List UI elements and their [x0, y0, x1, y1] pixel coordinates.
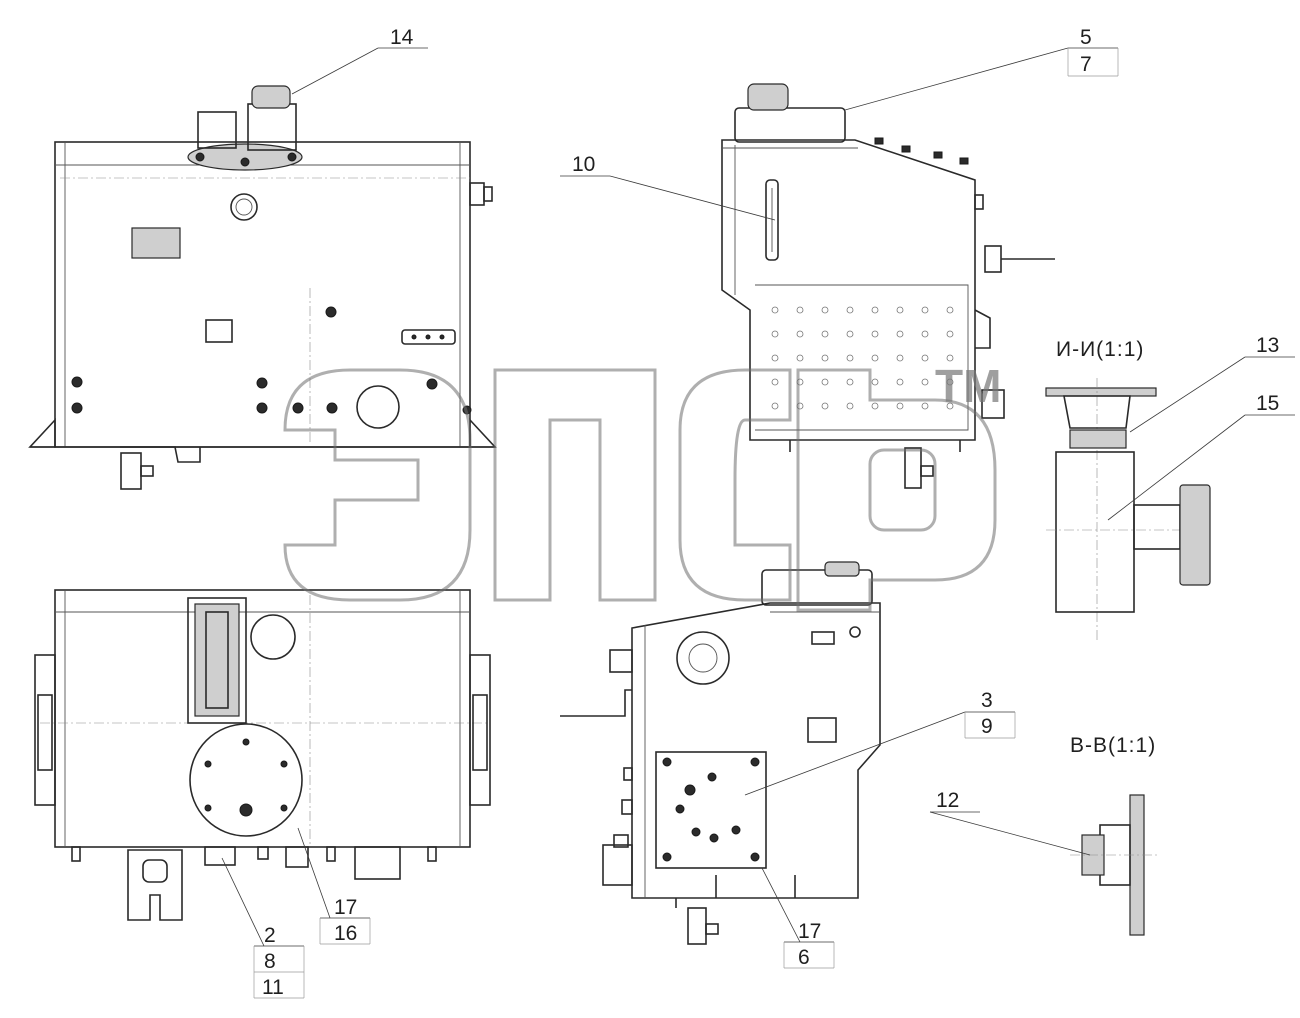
watermark-trademark: TM: [935, 360, 1001, 412]
mounting-hole: [771, 402, 779, 410]
section-vv-view: [1070, 794, 1160, 936]
mounting-hole: [921, 306, 929, 314]
mounting-hole: [896, 354, 904, 362]
mounting-hole: [796, 306, 804, 314]
mounting-hole-grid: [771, 306, 954, 410]
mounting-hole: [771, 354, 779, 362]
mounting-hole: [921, 402, 929, 410]
mounting-hole: [896, 306, 904, 314]
mounting-hole: [946, 378, 954, 386]
mounting-hole: [846, 354, 854, 362]
mounting-hole: [946, 306, 954, 314]
section-ii-view: [1045, 378, 1211, 640]
mounting-hole: [946, 354, 954, 362]
section-title-vv: В-В(1:1): [1070, 734, 1156, 757]
section-title-ii: И-И(1:1): [1056, 338, 1144, 361]
mounting-hole: [771, 378, 779, 386]
mounting-hole: [821, 402, 829, 410]
position-labels: 14 5 7 10 13 15 3 9 12 17 16 2 8 11 17 6: [262, 26, 1279, 999]
label-6: 6: [798, 946, 810, 969]
mounting-hole: [871, 378, 879, 386]
view-front: [28, 85, 497, 490]
mounting-hole: [921, 354, 929, 362]
mounting-hole: [896, 330, 904, 338]
mounting-hole: [921, 378, 929, 386]
watermark-logo: TM: [283, 360, 1001, 612]
label-17-right: 17: [798, 920, 821, 943]
mounting-hole: [896, 402, 904, 410]
label-8: 8: [264, 950, 276, 973]
mounting-hole: [946, 330, 954, 338]
mounting-hole: [821, 354, 829, 362]
mounting-hole: [871, 402, 879, 410]
label-16: 16: [334, 922, 357, 945]
mounting-hole: [821, 378, 829, 386]
mounting-hole: [871, 354, 879, 362]
label-17-left: 17: [334, 896, 357, 919]
mounting-hole: [796, 330, 804, 338]
mounting-hole: [796, 354, 804, 362]
label-14: 14: [390, 26, 414, 49]
label-11: 11: [262, 976, 284, 999]
label-12: 12: [936, 789, 959, 812]
mounting-hole: [821, 330, 829, 338]
label-10: 10: [572, 153, 595, 176]
view-rear: [560, 561, 881, 945]
mounting-hole: [771, 306, 779, 314]
mounting-hole: [771, 330, 779, 338]
mounting-hole: [846, 306, 854, 314]
label-2: 2: [264, 924, 276, 947]
mounting-hole: [821, 306, 829, 314]
mounting-hole: [896, 378, 904, 386]
section-titles: И-И(1:1) В-В(1:1): [1056, 338, 1156, 757]
mounting-hole: [946, 402, 954, 410]
label-frames: [253, 47, 1295, 999]
view-top: [34, 589, 491, 921]
mounting-hole: [846, 378, 854, 386]
mounting-hole: [846, 330, 854, 338]
label-3: 3: [981, 689, 993, 712]
label-5: 5: [1080, 26, 1092, 49]
mounting-hole: [871, 306, 879, 314]
view-side: [721, 83, 1055, 489]
leader-lines: [221, 47, 1246, 947]
mounting-hole: [846, 402, 854, 410]
label-13: 13: [1256, 334, 1279, 357]
label-15: 15: [1256, 392, 1279, 415]
label-9: 9: [981, 715, 993, 738]
mounting-hole: [871, 330, 879, 338]
label-7: 7: [1080, 53, 1092, 76]
mounting-hole: [921, 330, 929, 338]
